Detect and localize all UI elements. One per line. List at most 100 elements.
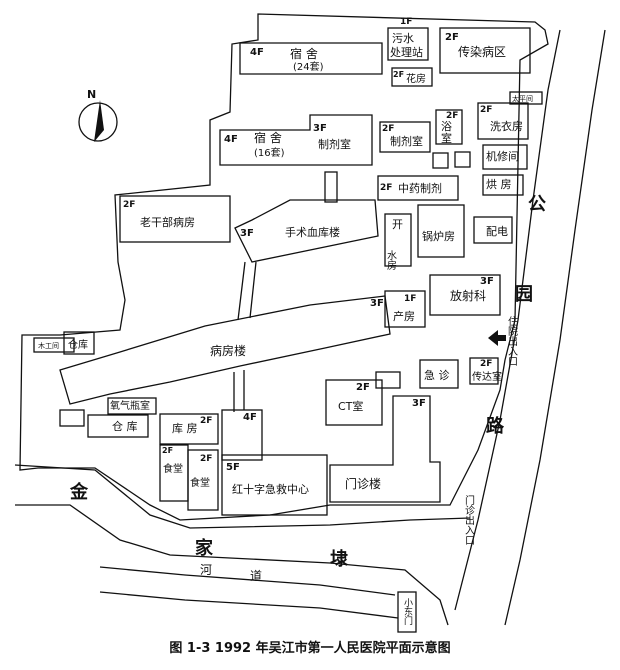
dorm24-building [239, 42, 383, 75]
gate-small-east: 小东门 [402, 598, 413, 626]
dorm24-floor: 4F [250, 47, 264, 58]
small-hut-a [432, 152, 449, 169]
er-name: 急 诊 [424, 368, 450, 382]
bath-floor: 2F [446, 111, 458, 121]
power-name: 配电 [486, 225, 508, 238]
water-building [384, 213, 412, 267]
ward-name: 病房楼 [210, 343, 246, 358]
small-box-ct [375, 371, 401, 389]
elder-floor: 2F [123, 200, 135, 210]
emergency-name: 红十字急救中心 [232, 482, 309, 496]
machine-name: 机修间 [486, 149, 519, 163]
ct-building [325, 379, 383, 426]
drying-building [482, 174, 524, 196]
sewage-floor: 1F [400, 17, 412, 27]
emergency-floor: 5F [226, 462, 240, 473]
surgery-floor: 3F [240, 228, 254, 239]
maternity-building [384, 290, 426, 328]
store-a-building [63, 331, 95, 355]
bath-building [435, 109, 463, 145]
tcm-name: 中药制剂 [398, 181, 442, 195]
dorm16-sub: (16套) [254, 146, 285, 159]
reception-name: 传达室 [472, 370, 502, 383]
road-gongyuan-2: 园 [515, 284, 533, 305]
store-a-name: 仓库 [68, 338, 88, 351]
sewage-building [387, 27, 429, 61]
gongyuan-road-west-edge [454, 29, 561, 611]
surgery-name: 手术血库楼 [285, 225, 340, 239]
reception-floor: 2F [480, 359, 492, 369]
er-building [419, 359, 459, 389]
dorm16-name: 宿 舍 [254, 130, 282, 145]
oxygen-name: 氧气瓶室 [110, 399, 150, 412]
site-boundary [19, 13, 549, 521]
warehouse-building [159, 413, 219, 445]
pharm-a-floor: 3F [313, 123, 327, 134]
water-name: 开 [392, 218, 403, 231]
road-jinjia-3: 埭 [330, 548, 348, 570]
infectious-building [439, 27, 531, 74]
river-label-1: 河 [200, 563, 212, 577]
red-tower-building [221, 409, 263, 461]
canteen-b-building [187, 449, 219, 511]
ct-floor: 2F [356, 382, 370, 393]
small-east-gate [397, 591, 417, 633]
carpentry-name: 木工间 [38, 341, 59, 350]
greenhouse-floor: 2F [393, 70, 404, 79]
figure-caption: 图 1-3 1992 年吴江市第一人民医院平面示意图 [169, 641, 451, 656]
dorm16-building [219, 114, 373, 166]
radiology-building [429, 274, 501, 316]
maternity-floor: 1F [404, 294, 416, 304]
maternity-name: 产房 [393, 309, 415, 323]
water-sub: 水房 [385, 250, 397, 271]
road-gongyuan-1: 公 [528, 194, 546, 215]
greenhouse-name: 花房 [406, 72, 426, 85]
ward-floor: 3F [370, 298, 384, 309]
outpatient-name: 门诊楼 [345, 476, 381, 491]
infectious-name: 传染病区 [458, 44, 506, 59]
carpentry-building [33, 337, 75, 353]
boiler-name: 锅炉房 [422, 230, 455, 243]
radiology-name: 放射科 [450, 288, 486, 303]
mortuary-building [509, 91, 543, 105]
road-jinjia-1: 金 [69, 481, 89, 503]
infectious-floor: 2F [445, 32, 459, 43]
store-b-name: 仓 库 [112, 419, 138, 433]
red-tower-floor: 4F [243, 412, 257, 423]
radiology-floor: 3F [480, 276, 494, 287]
gate-inpatient: 住院出入口 [506, 315, 518, 366]
tcm-floor: 2F [380, 183, 392, 193]
sewage-name: 污水 [392, 32, 414, 45]
oxygen-building [107, 397, 157, 415]
pharm-a-name: 制剂室 [318, 137, 351, 151]
pharm-b-floor: 2F [382, 124, 394, 134]
elder-name: 老干部病房 [140, 215, 195, 229]
jinjia-road-south-edge [15, 504, 449, 626]
ct-name: CT室 [338, 399, 363, 413]
inpatient-arrow-icon [488, 330, 506, 346]
canteen-b-floor: 2F [200, 454, 212, 464]
connector-walkway-south [233, 370, 245, 412]
tcm-building [377, 175, 459, 201]
pharm-b-building [379, 121, 431, 153]
greenhouse-building [391, 67, 433, 87]
warehouse-floor: 2F [200, 416, 212, 426]
canteen-a-name: 食堂 [163, 462, 183, 475]
jinjia-road-north-edge [14, 464, 471, 529]
warehouse-name: 库 房 [172, 422, 198, 435]
dorm24-sub: (24套) [293, 60, 324, 73]
bath-sub: 室 [441, 131, 452, 145]
outpatient-floor: 3F [412, 398, 426, 409]
road-gongyuan-3: 路 [486, 415, 505, 437]
boiler-building [417, 204, 465, 258]
gongyuan-road-east-edge [504, 29, 606, 626]
small-hut-b [454, 151, 471, 168]
outpatient-building [329, 395, 441, 503]
river-south-edge [99, 591, 399, 619]
dorm16-floor: 4F [224, 134, 238, 145]
river-north-edge [99, 566, 396, 596]
canteen-b-name: 食堂 [190, 476, 210, 489]
road-jinjia-2: 家 [195, 537, 214, 559]
connector-walkway [237, 261, 257, 321]
